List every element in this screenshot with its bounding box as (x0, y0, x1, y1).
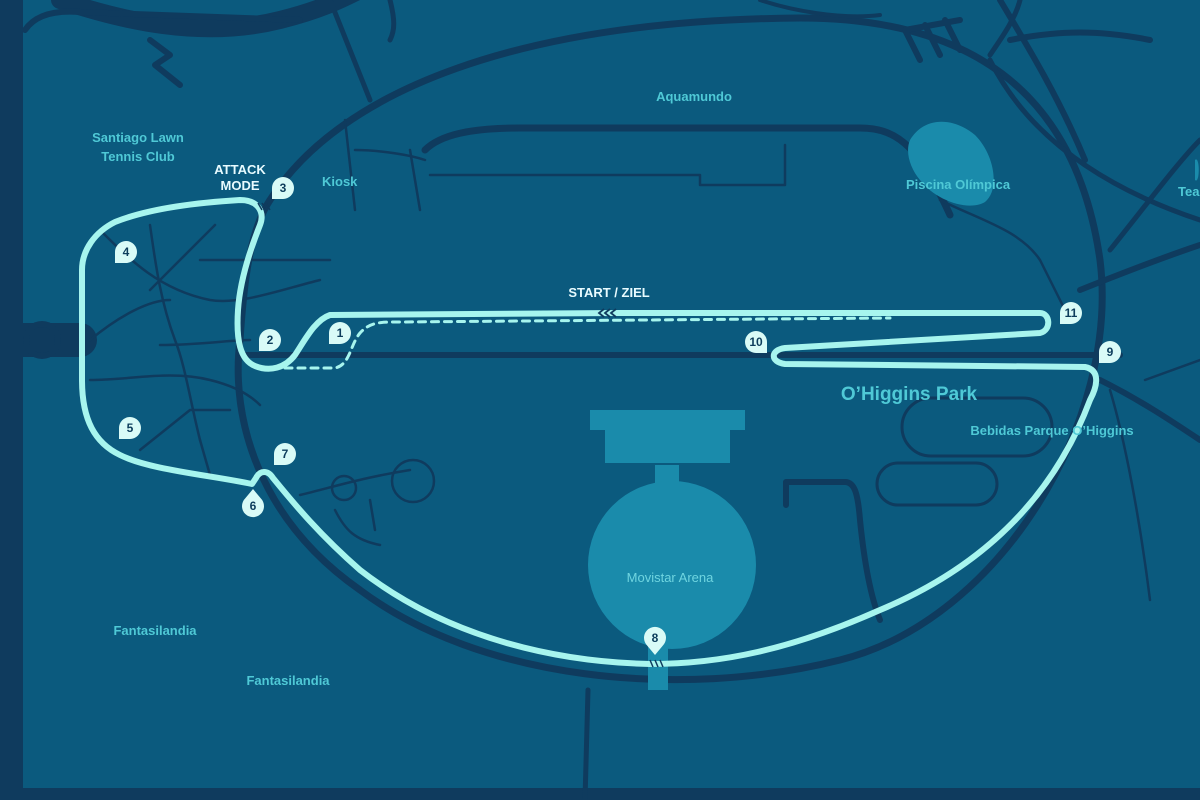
label-tea: Tea (1178, 184, 1200, 199)
water-features (908, 121, 1199, 206)
label-piscina: Piscina Olímpica (906, 177, 1011, 192)
turn-marker-pin (272, 177, 294, 199)
turn-marker-pin (329, 322, 351, 344)
turn-marker-number: 1 (337, 326, 344, 340)
label-santiago-lawn: Santiago Lawn (92, 130, 184, 145)
turn-marker-7: 7 (274, 443, 296, 465)
road-park-ring (234, 14, 1106, 684)
label-mode: MODE (221, 178, 260, 193)
track-outline (79, 197, 1100, 667)
turn-marker-number: 7 (282, 447, 289, 461)
detection-ticks (257, 202, 664, 668)
turn-marker-pin (1099, 341, 1121, 363)
turn-marker-pin (644, 626, 666, 655)
pit-lane (283, 316, 892, 370)
turn-marker-6: 6 (242, 489, 265, 518)
map-labels: Aquamundo Santiago Lawn Tennis Club Kios… (92, 89, 1200, 688)
turn-marker-4: 4 (115, 241, 137, 263)
turn-marker-number: 2 (267, 333, 274, 347)
label-fantasilandia-1: Fantasilandia (113, 623, 197, 638)
turn-marker-8: 8 (644, 626, 666, 655)
label-tennis-club: Tennis Club (101, 149, 174, 164)
turn-marker-number: 11 (1065, 306, 1078, 320)
turn-marker-number: 4 (123, 245, 130, 259)
turn-marker-number: 5 (127, 421, 134, 435)
turn-marker-pin (274, 443, 296, 465)
race-track (79, 197, 1100, 667)
turn-marker-pin (745, 331, 767, 353)
label-kiosk: Kiosk (322, 174, 358, 189)
turn-marker-11: 11 (1060, 302, 1082, 324)
start-chevrons (597, 308, 617, 318)
turn-marker-pin (115, 241, 137, 263)
piscina-pool (908, 121, 994, 206)
buildings (588, 410, 756, 690)
label-aquamundo: Aquamundo (656, 89, 732, 104)
turn-marker-number: 3 (280, 181, 287, 195)
turn-marker-pin (259, 329, 281, 351)
building-north (590, 410, 745, 463)
label-attack: ATTACK (214, 162, 266, 177)
movistar-arena-building (588, 481, 756, 649)
turn-marker-number: 10 (749, 335, 763, 349)
turn-marker-number: 9 (1107, 345, 1114, 359)
turn-marker-3: 3 (272, 177, 294, 199)
turn-marker-5: 5 (119, 417, 141, 439)
label-bebidas: Bebidas Parque O’Higgins (970, 423, 1133, 438)
turn-marker-number: 6 (250, 499, 257, 513)
label-start-ziel: START / ZIEL (568, 285, 649, 300)
turn-markers: 1 2 3 4 5 6 7 8 9 10 11 (115, 177, 1121, 655)
turn-marker-10: 10 (745, 331, 767, 353)
turn-marker-number: 8 (652, 631, 659, 645)
turn-marker-9: 9 (1099, 341, 1121, 363)
turn-marker-pin (119, 417, 141, 439)
turn-marker-pin (1060, 302, 1082, 324)
label-movistar-arena: Movistar Arena (627, 570, 714, 585)
label-fantasilandia-2: Fantasilandia (246, 673, 330, 688)
label-ohiggins-park: O’Higgins Park (841, 384, 978, 405)
turn-marker-pin (242, 489, 265, 518)
turn-marker-2: 2 (259, 329, 281, 351)
turn-marker-1: 1 (329, 322, 351, 344)
road-inner-upper (421, 124, 954, 219)
